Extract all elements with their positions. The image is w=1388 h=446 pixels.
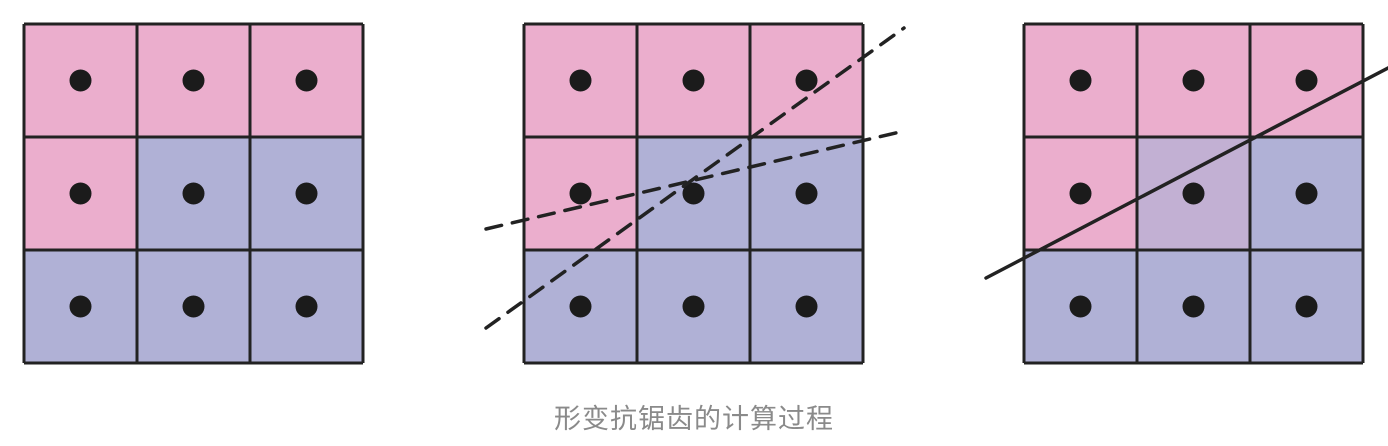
sample-dot [1069,182,1092,205]
sample-dot [69,69,92,92]
sample-dot [795,182,818,205]
panel-antialiased [984,22,1388,365]
sample-dot [182,69,205,92]
sample-dot [69,295,92,318]
sample-dot [1182,182,1205,205]
panel-aliased [22,22,365,365]
dashed-edge-line [484,129,906,231]
sample-dot [795,295,818,318]
antialiasing-diagram [22,22,1388,365]
sample-dot [1182,69,1205,92]
sample-dot [569,182,592,205]
sample-dot [682,295,705,318]
sample-dot [1182,295,1205,318]
sample-dot [1069,295,1092,318]
dashed-edge-line [484,26,906,330]
sample-dot [1295,295,1318,318]
sample-dot [1069,69,1092,92]
figure-caption: 形变抗锯齿的计算过程 [554,404,834,435]
sample-dot [182,295,205,318]
sample-dot [569,295,592,318]
sample-dot [569,69,592,92]
sample-dot [295,69,318,92]
sample-dot [295,295,318,318]
solid-edge-line [984,66,1388,280]
panel-transformed-edges [484,22,906,365]
sample-dot [182,182,205,205]
sample-dot [682,182,705,205]
sample-dot [1295,182,1318,205]
sample-dot [1295,69,1318,92]
sample-dot [295,182,318,205]
sample-dot [69,182,92,205]
sample-dot [795,69,818,92]
sample-dot [682,69,705,92]
